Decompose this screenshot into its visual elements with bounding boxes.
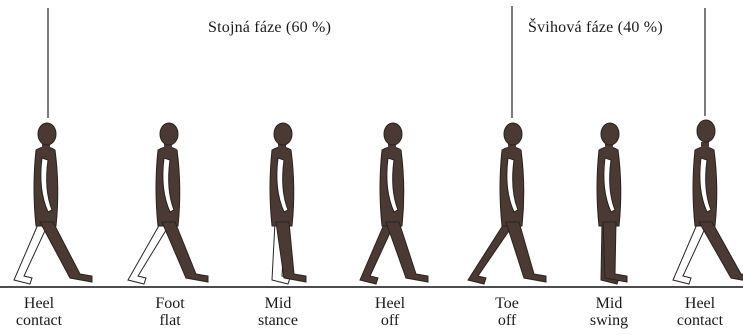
stage-label-heel-contact: Heel contact bbox=[0, 295, 84, 329]
stage-label-toe-off: Toe off bbox=[462, 295, 552, 329]
walking-figure bbox=[468, 123, 546, 284]
head bbox=[504, 123, 522, 145]
stage-label-line1: Toe bbox=[462, 295, 552, 312]
stage-label-line2: contact bbox=[655, 312, 743, 329]
stage-label-line2: contact bbox=[0, 312, 84, 329]
back-leg bbox=[673, 222, 708, 284]
head bbox=[384, 123, 402, 145]
front-leg bbox=[386, 222, 428, 282]
walking-figure bbox=[128, 123, 208, 284]
stage-label-line1: Heel bbox=[655, 295, 743, 312]
stage-label-foot-flat: Foot flat bbox=[125, 295, 215, 329]
head bbox=[160, 123, 178, 145]
head bbox=[601, 123, 619, 145]
walking-figure bbox=[597, 123, 627, 284]
walking-figure bbox=[270, 123, 306, 284]
back-leg bbox=[128, 222, 171, 284]
head bbox=[697, 120, 715, 142]
stage-label-line1: Mid bbox=[233, 295, 323, 312]
walking-figure bbox=[673, 120, 743, 284]
walking-figure bbox=[360, 123, 428, 284]
stage-label-line2: stance bbox=[233, 312, 323, 329]
head bbox=[38, 123, 56, 145]
walking-figure bbox=[14, 123, 92, 284]
front-leg bbox=[40, 222, 92, 282]
front-leg bbox=[162, 222, 208, 282]
stance-phase-title: Stojná fáze (60 %) bbox=[208, 19, 331, 37]
stage-label-mid-swing: Mid swing bbox=[564, 295, 654, 329]
stage-label-line1: Heel bbox=[0, 295, 84, 312]
stage-label-heel-off: Heel off bbox=[345, 295, 435, 329]
stage-label-mid-stance: Mid stance bbox=[233, 295, 323, 329]
front-leg bbox=[699, 222, 743, 282]
back-leg bbox=[468, 222, 515, 284]
stage-label-line2: flat bbox=[125, 312, 215, 329]
front-leg bbox=[506, 222, 546, 282]
head bbox=[274, 123, 292, 145]
stage-label-heel-contact-end: Heel contact bbox=[655, 295, 743, 329]
back-leg bbox=[14, 222, 49, 284]
stage-label-line2: swing bbox=[564, 312, 654, 329]
stage-label-line1: Foot bbox=[125, 295, 215, 312]
stage-label-line2: off bbox=[462, 312, 552, 329]
stage-label-line2: off bbox=[345, 312, 435, 329]
walking-figures bbox=[14, 120, 743, 284]
front-leg bbox=[603, 222, 627, 282]
swing-phase-title: Švihová fáze (40 %) bbox=[528, 19, 663, 37]
neck bbox=[701, 142, 709, 152]
stage-label-line1: Mid bbox=[564, 295, 654, 312]
stage-label-line1: Heel bbox=[345, 295, 435, 312]
